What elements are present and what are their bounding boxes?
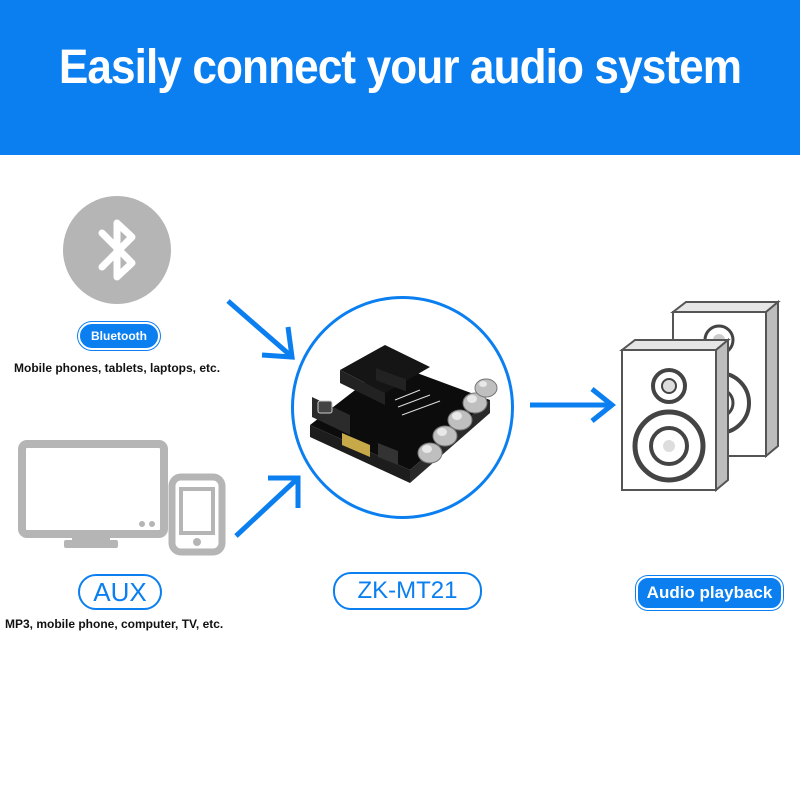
arrow-icon xyxy=(230,470,308,542)
device-model-label: ZK-MT21 xyxy=(333,572,482,610)
bluetooth-icon xyxy=(62,195,172,305)
header-banner: Easily connect your audio system xyxy=(0,0,800,155)
page-title: Easily connect your audio system xyxy=(58,41,742,94)
bluetooth-caption: Mobile phones, tablets, laptops, etc. xyxy=(14,361,221,375)
arrow-icon xyxy=(528,385,618,425)
aux-label: AUX xyxy=(78,574,162,610)
amplifier-board-icon xyxy=(290,295,515,520)
audio-playback-label: Audio playback xyxy=(636,576,783,610)
aux-caption: MP3, mobile phone, computer, TV, etc. xyxy=(5,617,224,631)
phone-icon xyxy=(168,473,226,556)
bluetooth-label: Bluetooth xyxy=(78,322,160,350)
monitor-icon xyxy=(18,440,168,555)
speakers-icon xyxy=(618,298,782,496)
arrow-icon xyxy=(222,295,302,365)
